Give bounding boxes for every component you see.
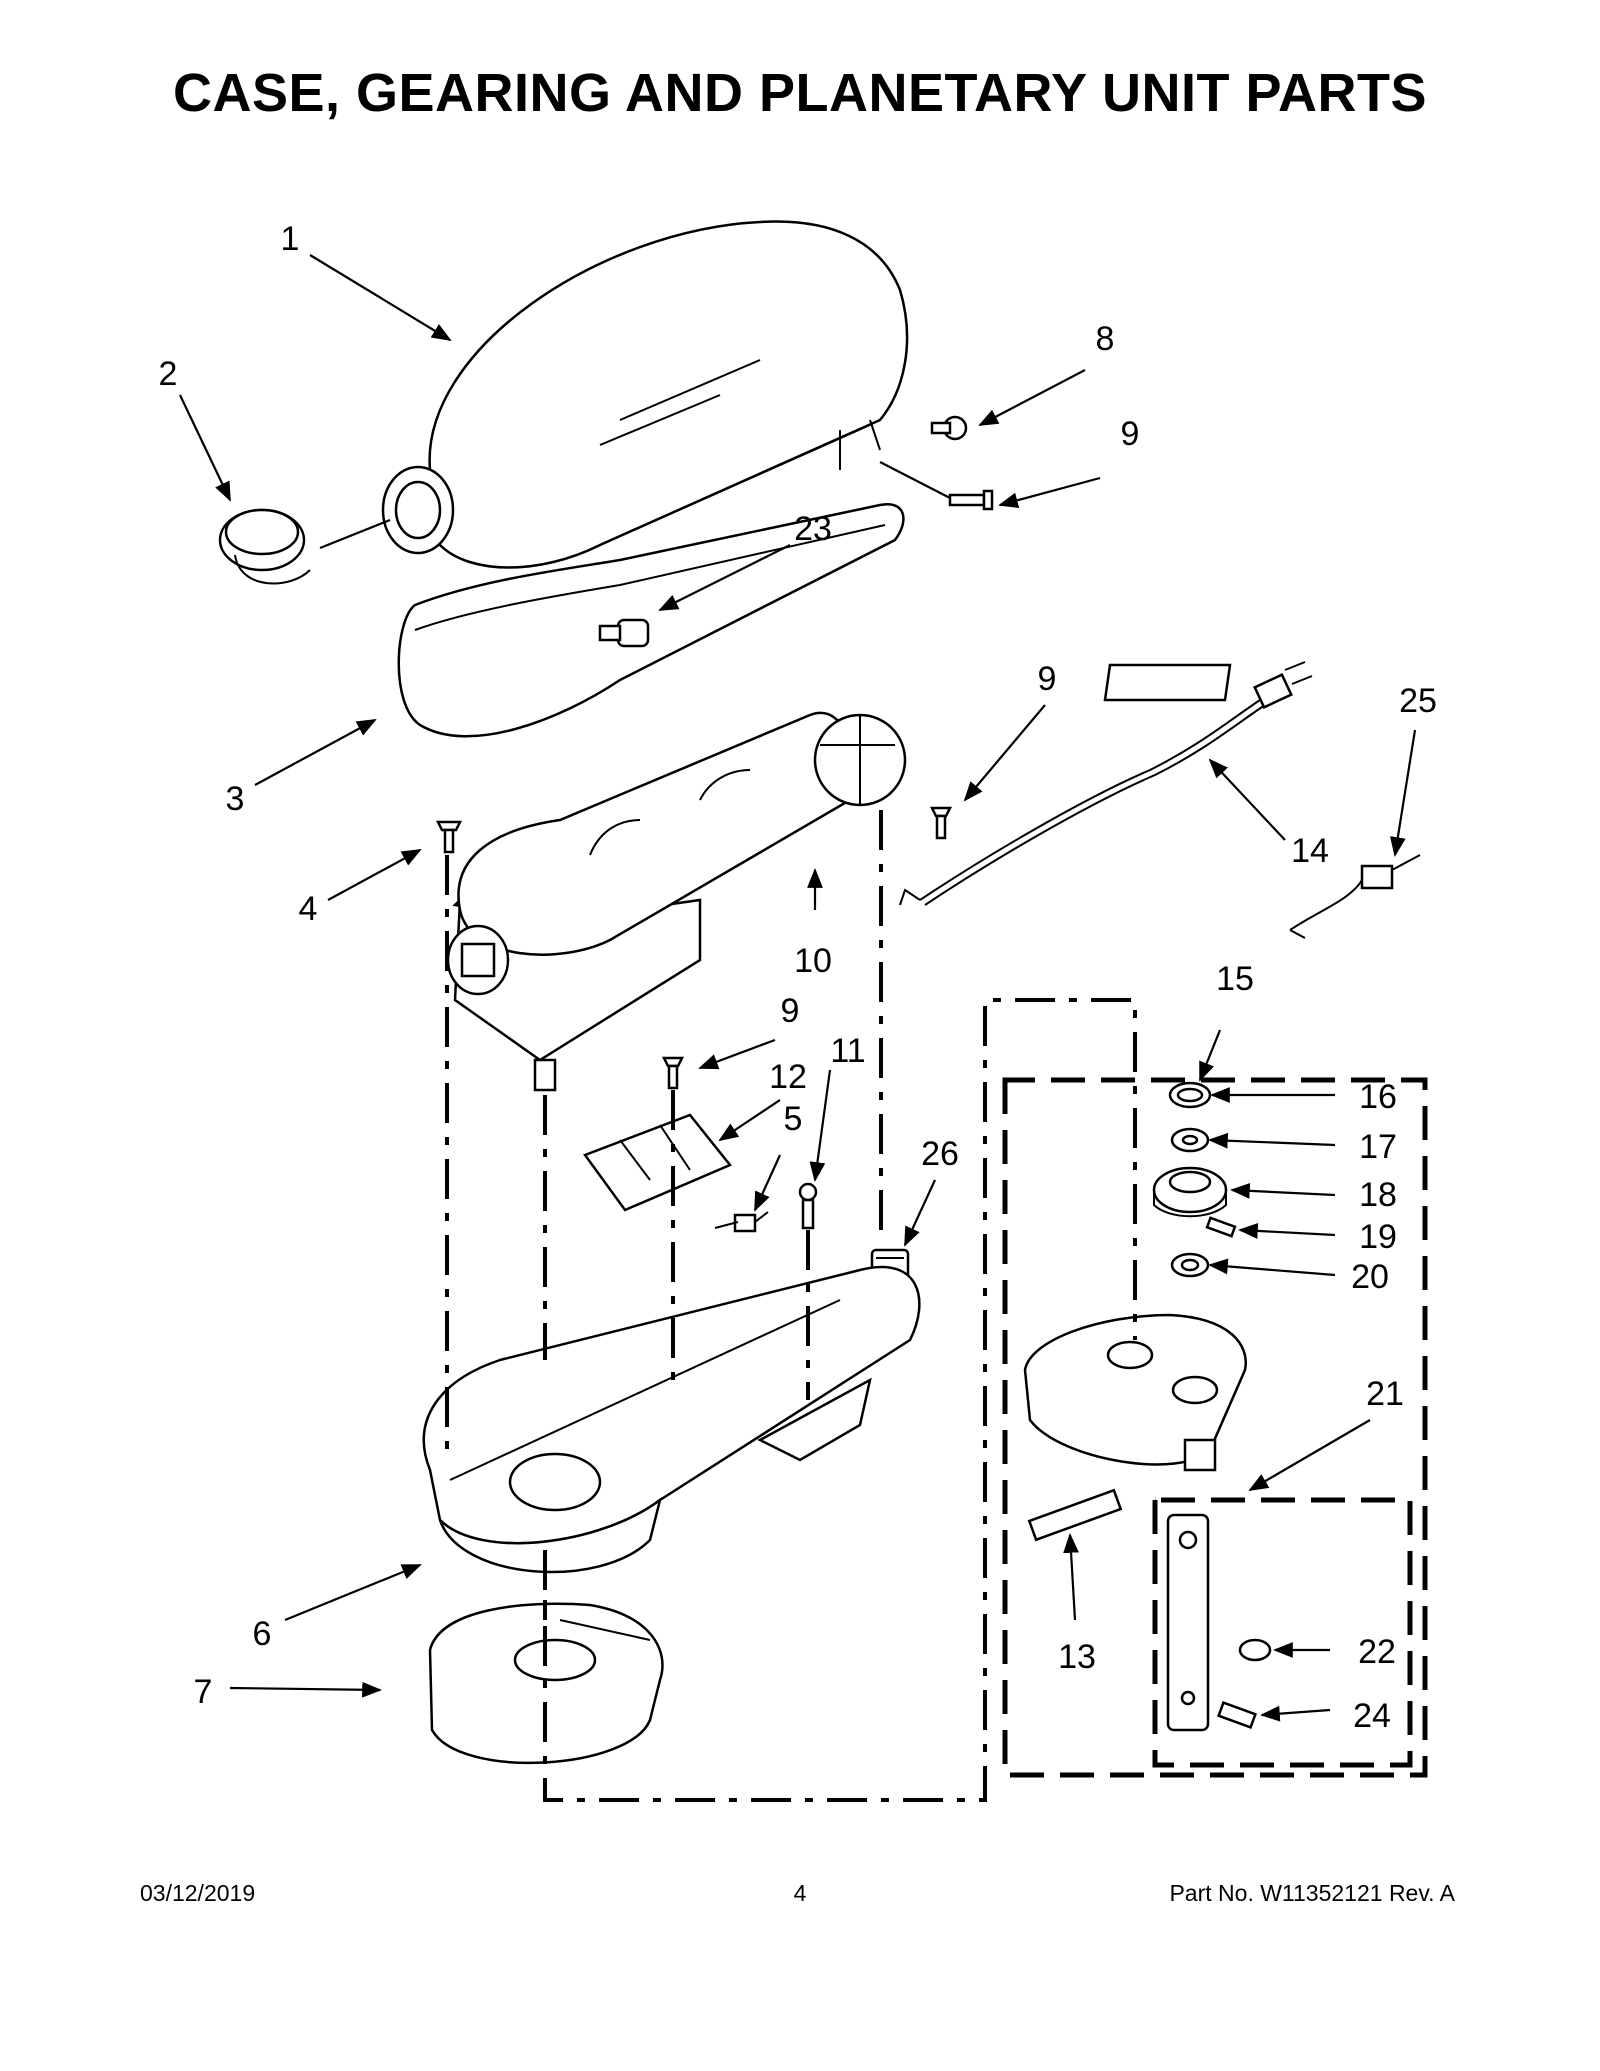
callout-23: 23 <box>794 510 832 548</box>
callout-17: 17 <box>1359 1128 1397 1166</box>
part-6-gear-case <box>422 1265 921 1574</box>
part-22-ring <box>1238 1638 1272 1662</box>
callout-2: 2 <box>159 355 178 393</box>
part-3-trim-band <box>397 502 905 738</box>
callout-9-upper: 9 <box>1121 415 1140 453</box>
part-8-screw <box>930 415 968 441</box>
part-24-pin <box>1217 1701 1257 1729</box>
part-2-hub-cover <box>218 508 391 585</box>
callout-20: 20 <box>1351 1258 1389 1296</box>
part-11-screw <box>798 1182 818 1230</box>
callout-5: 5 <box>784 1100 803 1138</box>
part-23-thumb-screw <box>598 618 650 648</box>
callout-labels: 1 2 3 4 5 6 7 8 9 9 9 10 11 12 13 14 15 … <box>159 220 1437 1735</box>
alignment-lines <box>445 810 1137 1802</box>
part-12-control-board <box>583 1113 733 1212</box>
part-21-planetary-unit <box>1023 1313 1247 1472</box>
part-18-gear <box>1152 1166 1228 1218</box>
callout-24: 24 <box>1353 1697 1391 1735</box>
planetary-group-frames <box>1002 1077 1428 1778</box>
callout-10: 10 <box>794 942 832 980</box>
part-13-pin <box>1027 1488 1123 1542</box>
part-10-motor <box>446 711 907 1092</box>
callout-25: 25 <box>1399 682 1437 720</box>
callout-11: 11 <box>830 1032 865 1070</box>
callout-21: 21 <box>1366 1375 1404 1413</box>
part-9-screw-middle <box>929 806 953 840</box>
callout-26: 26 <box>921 1135 959 1173</box>
callout-1: 1 <box>281 220 300 258</box>
part-4-screw <box>435 820 463 854</box>
callout-7: 7 <box>194 1673 213 1711</box>
part-9-screw-lower <box>661 1056 685 1090</box>
part-14-power-cord <box>899 661 1313 906</box>
footer-page-number: 4 <box>793 1880 807 1906</box>
part-20-washer <box>1170 1252 1210 1278</box>
callout-6: 6 <box>253 1615 272 1653</box>
callout-19: 19 <box>1359 1218 1397 1256</box>
callout-14: 14 <box>1291 832 1329 870</box>
part-16-retaining-ring <box>1168 1081 1212 1109</box>
callout-9-lower: 9 <box>781 992 800 1030</box>
callout-4: 4 <box>299 890 318 928</box>
part-19-pin <box>1205 1216 1237 1238</box>
callout-16: 16 <box>1359 1078 1397 1116</box>
callout-15: 15 <box>1216 960 1254 998</box>
callout-13: 13 <box>1058 1638 1096 1676</box>
footer-part-number: Part No. W11352121 Rev. A <box>1169 1880 1455 1906</box>
part-25-wire-harness <box>1289 854 1421 939</box>
callout-9-middle: 9 <box>1038 660 1057 698</box>
part-5-clip <box>714 1211 769 1233</box>
page-title: CASE, GEARING AND PLANETARY UNIT PARTS <box>172 63 1428 123</box>
part-9-screw-upper <box>879 461 994 511</box>
callout-3: 3 <box>226 780 245 818</box>
part-17-washer <box>1170 1127 1210 1153</box>
part-planetary-shaft <box>1166 1513 1210 1732</box>
footer-date: 03/12/2019 <box>140 1880 256 1906</box>
part-1-motor-housing <box>381 220 909 569</box>
leader-arrows <box>179 254 1417 1722</box>
callout-22: 22 <box>1358 1633 1396 1671</box>
callout-12: 12 <box>769 1058 807 1096</box>
callout-18: 18 <box>1359 1176 1397 1214</box>
callout-8: 8 <box>1096 320 1115 358</box>
